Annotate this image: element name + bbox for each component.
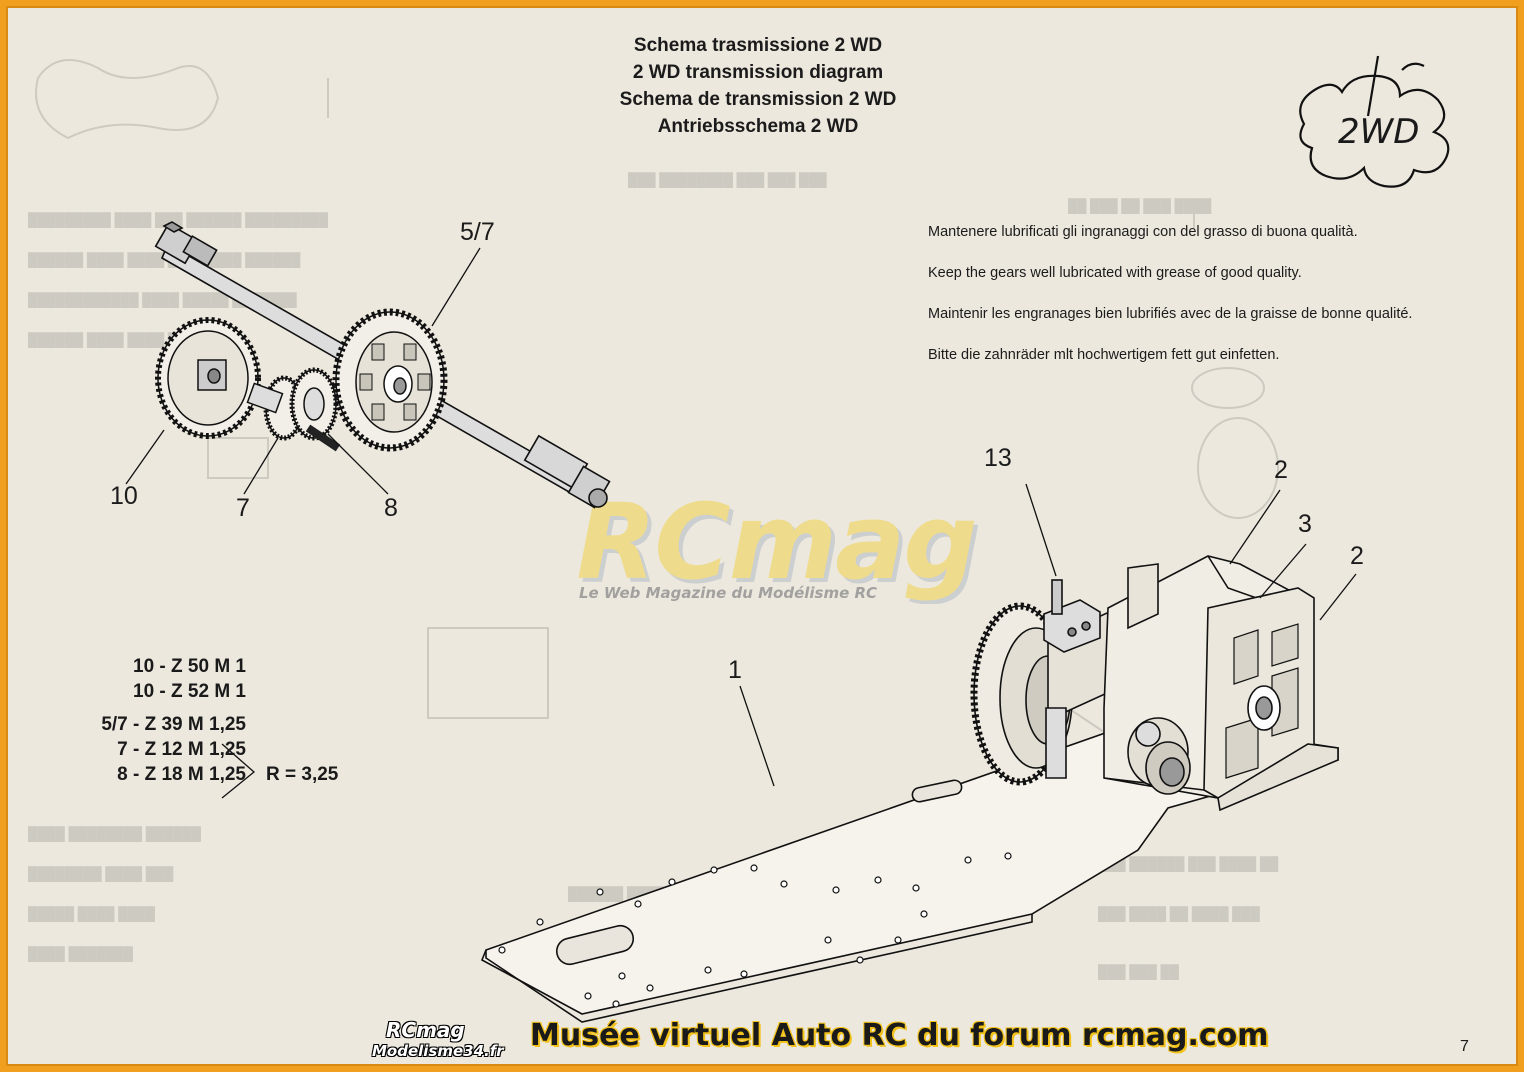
shaft-end-fitting xyxy=(154,221,218,267)
callout-10: 10 xyxy=(110,482,138,510)
gear-spec-row: 10 - Z 50 M 1 xyxy=(133,656,246,677)
callout-2-top: 2 xyxy=(1274,456,1288,484)
title-line-en: 2 WD transmission diagram xyxy=(632,62,884,83)
footer-logo-rcmag: RCmag xyxy=(386,1018,465,1042)
gear-spec-row: 5/7 - Z 39 M 1,25 xyxy=(101,714,246,735)
callout-3: 3 xyxy=(1298,510,1312,538)
gear-5-7 xyxy=(332,308,448,452)
title-line-fr: Schema de transmission 2 WD xyxy=(619,89,897,110)
gear-ratio: R = 3,25 xyxy=(266,764,339,785)
badge-label: 2WD xyxy=(1338,112,1420,152)
watermark-logo: RCmag xyxy=(576,481,977,603)
gear-8 xyxy=(289,367,341,452)
gearbox-housing xyxy=(970,555,1339,812)
gear-spec-list: 10 - Z 50 M 1 10 - Z 52 M 1 5/7 - Z 39 M… xyxy=(42,654,246,787)
watermark-tagline: Le Web Magazine du Modélisme RC xyxy=(578,584,878,602)
chassis-plate xyxy=(480,717,1339,1023)
title-line-de: Antriebsschema 2 WD xyxy=(657,116,859,137)
callout-leaders-right xyxy=(739,483,1357,787)
ratio-brace xyxy=(221,743,256,799)
gear-spec-row: 10 - Z 52 M 1 xyxy=(133,681,246,702)
manual-page: █████████ ████ ███ ██████ █████████ ████… xyxy=(6,6,1518,1066)
gear-10 xyxy=(155,317,261,439)
callout-leaders-left xyxy=(125,247,481,495)
transmission-drawing xyxy=(125,221,1357,1023)
title-line-it: Schema trasmissione 2 WD xyxy=(633,35,883,56)
callout-1: 1 xyxy=(728,656,742,684)
note-de: Bitte die zahnräder mlt hochwertigem fet… xyxy=(928,347,1280,363)
footer-logo-modelisme: Modelisme34.fr xyxy=(372,1042,504,1060)
callout-8: 8 xyxy=(384,494,398,522)
callout-7: 7 xyxy=(236,494,250,522)
note-fr: Maintenir les engranages bien lubrifiés … xyxy=(928,306,1413,322)
gear-spec-row: 7 - Z 12 M 1,25 xyxy=(117,739,246,760)
note-en: Keep the gears well lubricated with grea… xyxy=(928,265,1302,281)
callout-2-bottom: 2 xyxy=(1350,542,1364,570)
page-number: 7 xyxy=(1460,1038,1469,1055)
footer-caption: Musée virtuel Auto RC du forum rcmag.com xyxy=(530,1018,1269,1053)
diagram-title: Schema trasmissione 2 WD 2 WD transmissi… xyxy=(568,32,948,140)
universal-joint xyxy=(523,434,611,509)
lubrication-notes: Mantenere lubrificati gli ingranaggi con… xyxy=(928,224,1412,388)
chassis-holes xyxy=(498,852,1012,1008)
note-it: Mantenere lubrificati gli ingranaggi con… xyxy=(928,224,1358,240)
callout-5-7: 5/7 xyxy=(460,218,495,246)
gear-spec-row: 8 - Z 18 M 1,25 xyxy=(117,764,246,785)
callout-13: 13 xyxy=(984,444,1012,472)
